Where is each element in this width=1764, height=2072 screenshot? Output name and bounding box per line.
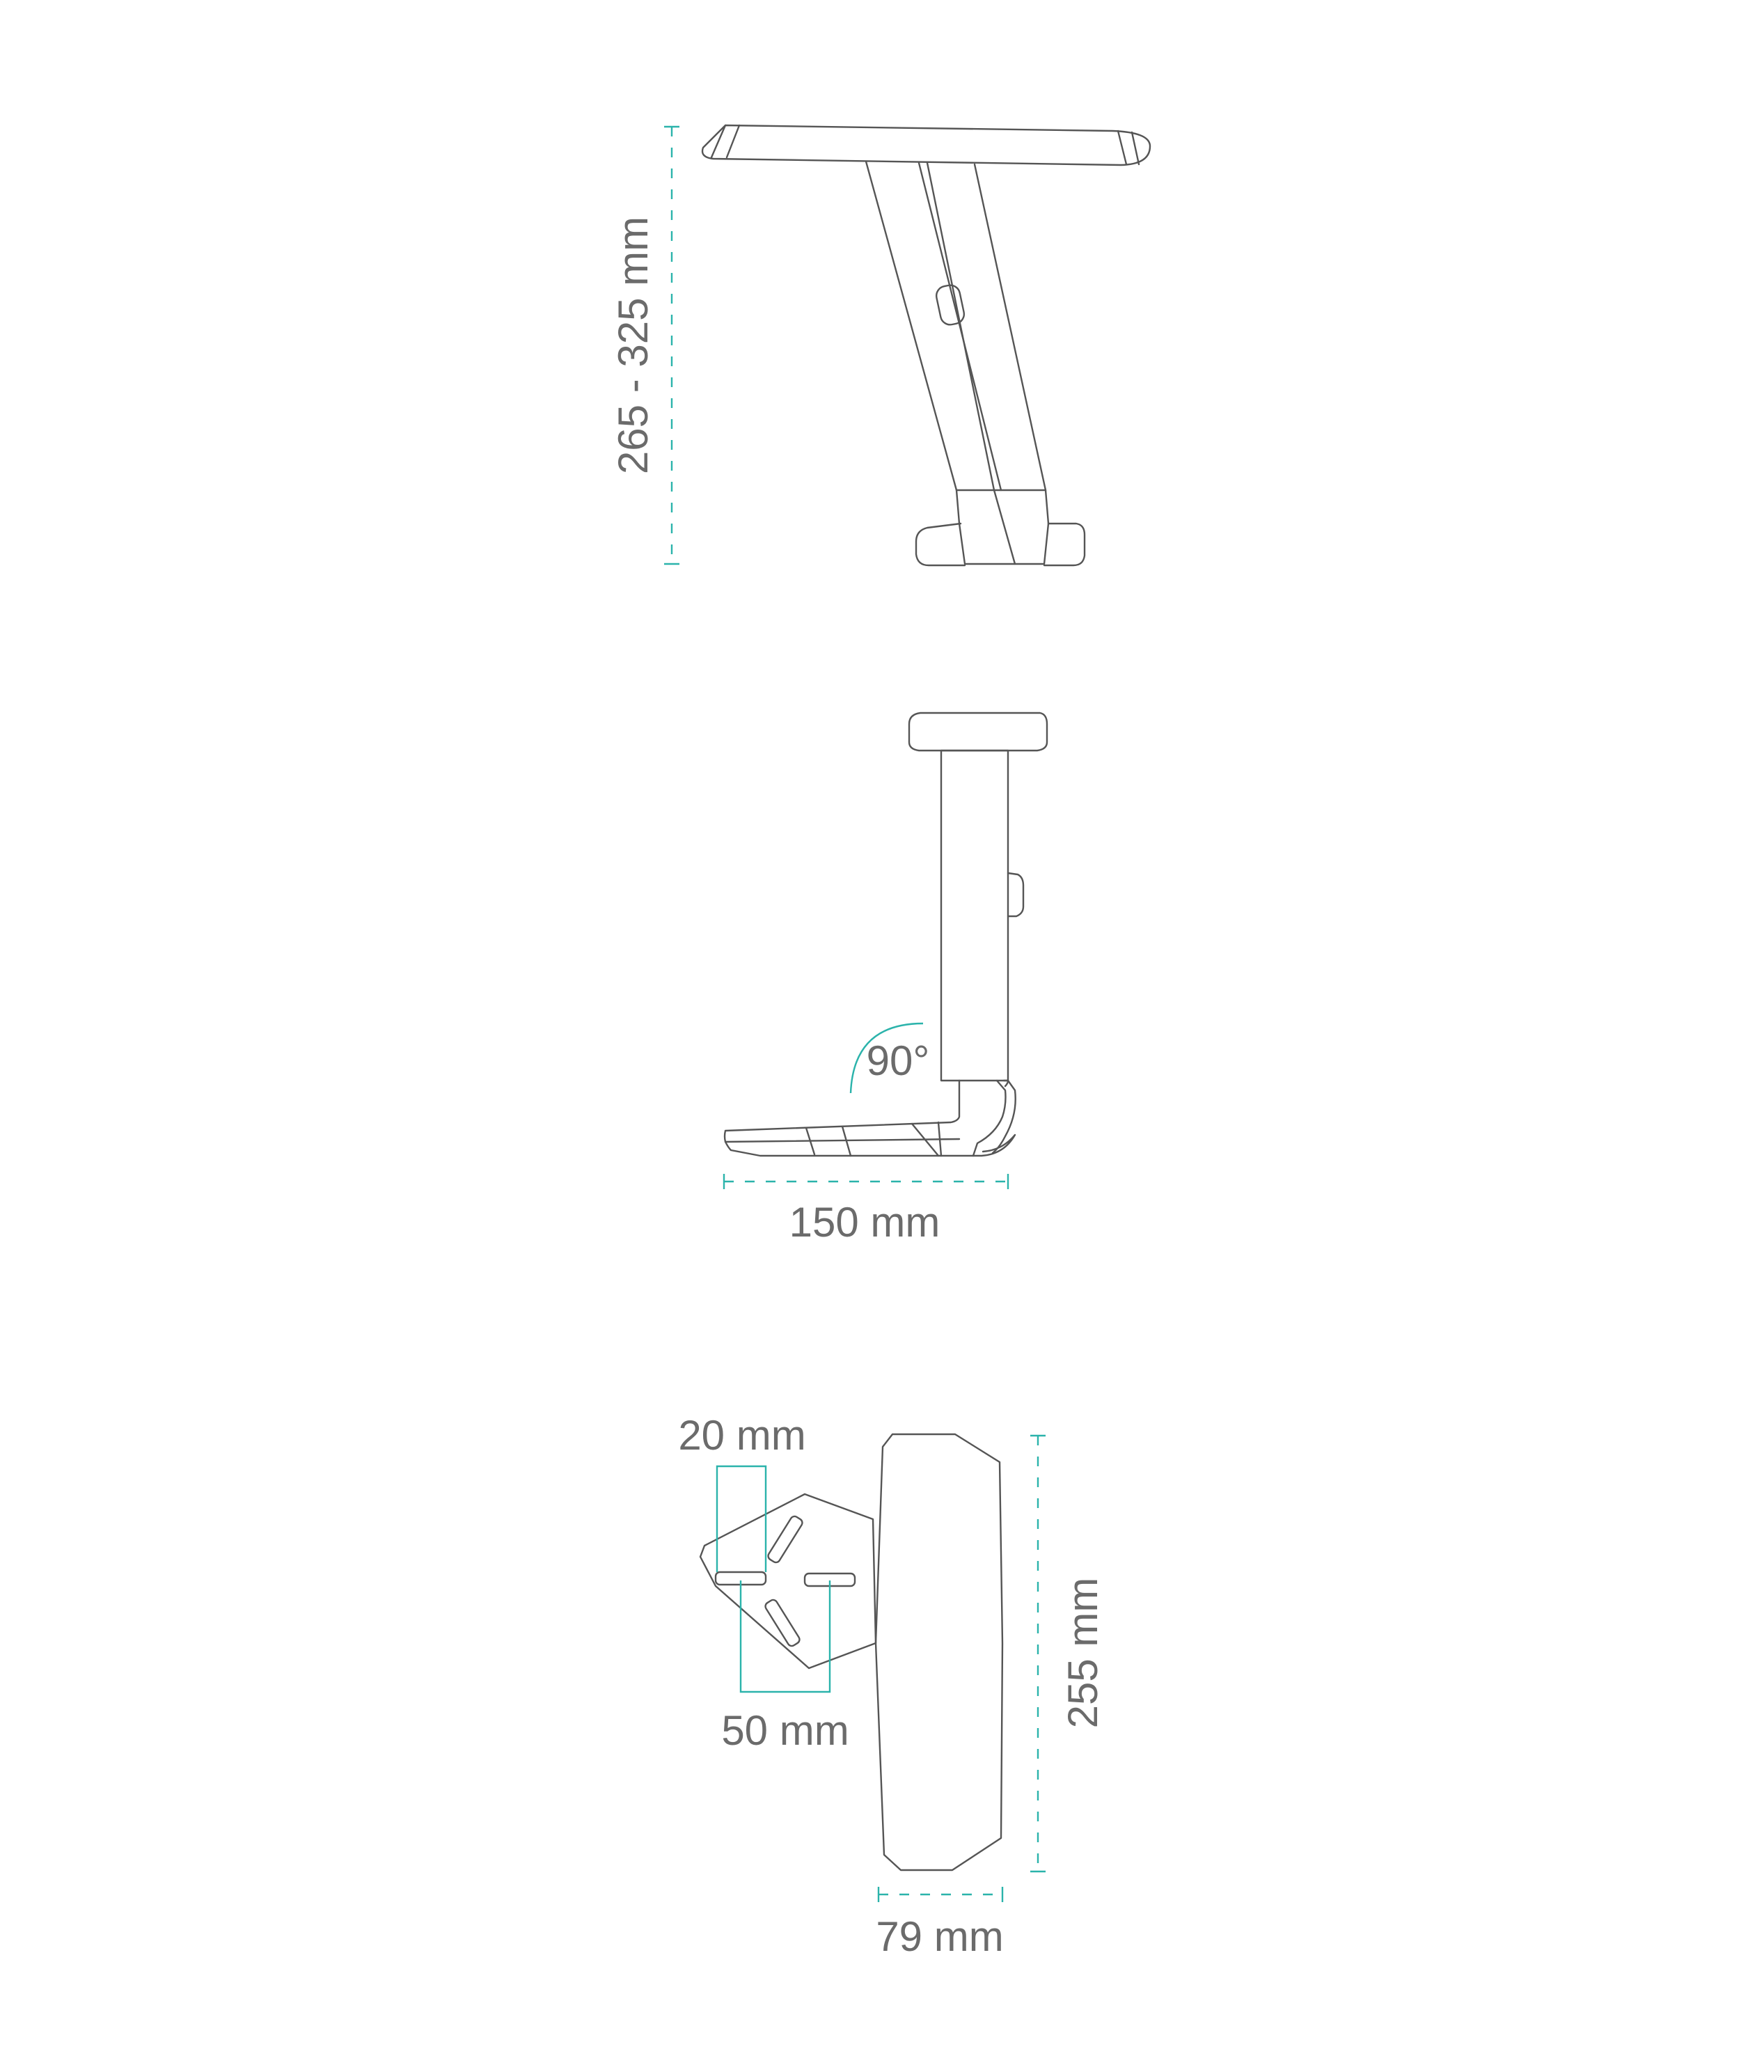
slot-spacing-label: 50 mm [721, 1707, 849, 1754]
top-view: 20 mm 50 mm 255 mm 79 mm [678, 1412, 1106, 1960]
depth-dimension-label: 150 mm [789, 1199, 940, 1246]
angle-label: 90° [867, 1037, 930, 1084]
slot-width-label: 20 mm [678, 1412, 805, 1459]
armrest-pad-top [874, 1433, 1004, 1871]
slot-spacing-dimension [739, 1580, 831, 1693]
side-view: 265 - 325 mm [610, 124, 1151, 567]
mounting-plate [699, 1493, 877, 1670]
front-view: 90° 150 mm [723, 712, 1048, 1246]
armrest-side-outline [701, 124, 1151, 567]
slot-width-dimension [716, 1465, 767, 1572]
height-dimension-label: 265 - 325 mm [610, 217, 656, 474]
depth-dimension [723, 1174, 1009, 1189]
mounting-slot [764, 1599, 801, 1647]
pad-width-dimension [877, 1887, 1004, 1902]
angle-arc [849, 1022, 924, 1094]
pad-length-label: 255 mm [1060, 1578, 1106, 1729]
armrest-front-outline [723, 712, 1048, 1157]
mounting-slot [767, 1515, 803, 1564]
pad-width-label: 79 mm [876, 1913, 1003, 1960]
height-dimension [664, 125, 679, 565]
pad-length-dimension [1030, 1434, 1046, 1873]
